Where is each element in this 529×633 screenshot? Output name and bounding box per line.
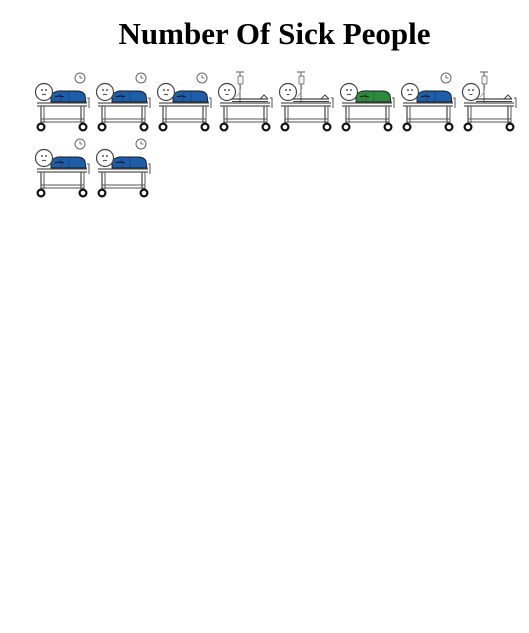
- clock-icon: [440, 72, 452, 84]
- wheel-icon: [200, 122, 210, 132]
- hospital-bed: [463, 97, 517, 132]
- patient-face: [400, 82, 420, 102]
- wheel-icon: [97, 188, 107, 198]
- wheel-icon: [219, 122, 229, 132]
- patient-body: [476, 94, 513, 102]
- wheel-icon: [322, 122, 332, 132]
- patient-face: [34, 148, 54, 168]
- blanket: [172, 90, 209, 103]
- blanket: [111, 90, 148, 103]
- blanket: [111, 156, 148, 169]
- patient-tile: [92, 136, 152, 198]
- patient-body: [355, 90, 392, 103]
- patient-on-iv-icon: [278, 71, 334, 132]
- wheel-icon: [139, 188, 149, 198]
- patient-tile: [92, 70, 152, 132]
- wheel-icon: [139, 122, 149, 132]
- wheel-icon: [78, 188, 88, 198]
- patient-in-bed-icon: [156, 72, 212, 132]
- patient-body: [293, 94, 330, 102]
- wheel-icon: [341, 122, 351, 132]
- wheel-icon: [280, 122, 290, 132]
- patient-in-bed-icon: [339, 82, 395, 132]
- patient-body: [111, 90, 148, 103]
- hospital-bed: [36, 163, 90, 198]
- patient-in-bed-icon: [400, 72, 456, 132]
- patient-tile: [397, 70, 457, 132]
- blanket: [416, 90, 453, 103]
- clock-icon: [74, 138, 86, 150]
- wheel-icon: [158, 122, 168, 132]
- patient-in-bed-icon: [95, 72, 151, 132]
- wheel-icon: [402, 122, 412, 132]
- clock-icon: [74, 72, 86, 84]
- clock-icon: [196, 72, 208, 84]
- patient-in-bed-icon: [34, 138, 90, 198]
- page-title: Number Of Sick People: [118, 16, 431, 51]
- patient-tile: [31, 70, 91, 132]
- wheel-icon: [383, 122, 393, 132]
- patient-in-bed-icon: [34, 72, 90, 132]
- wheel-icon: [444, 122, 454, 132]
- wheel-icon: [261, 122, 271, 132]
- patient-face: [95, 82, 115, 102]
- patient-tile: [336, 70, 396, 132]
- patient-face: [339, 82, 359, 102]
- patient-face: [34, 82, 54, 102]
- patient-face: [461, 82, 481, 102]
- blanket: [355, 90, 392, 103]
- clock-icon: [135, 138, 147, 150]
- patient-on-iv-icon: [461, 71, 517, 132]
- patient-face: [278, 82, 298, 102]
- hospital-bed: [219, 97, 273, 132]
- wheel-icon: [97, 122, 107, 132]
- patient-on-iv-icon: [217, 71, 273, 132]
- iv-drip-icon: [479, 71, 488, 103]
- patient-tile: [275, 70, 335, 132]
- hospital-bed: [402, 97, 456, 132]
- hospital-bed: [97, 163, 151, 198]
- wheel-icon: [78, 122, 88, 132]
- wheel-icon: [463, 122, 473, 132]
- patient-tile: [31, 136, 91, 198]
- iv-drip-icon: [296, 71, 305, 103]
- blanket: [50, 156, 87, 169]
- wheel-icon: [36, 188, 46, 198]
- wheel-icon: [505, 122, 515, 132]
- wheel-icon: [36, 122, 46, 132]
- hospital-bed: [158, 97, 212, 132]
- blanket: [50, 90, 87, 103]
- patient-face: [217, 82, 237, 102]
- hospital-bed: [341, 97, 395, 132]
- hospital-bed: [36, 97, 90, 132]
- hospital-bed: [97, 97, 151, 132]
- patient-body: [232, 94, 269, 102]
- patient-face: [156, 82, 176, 102]
- clock-icon: [135, 72, 147, 84]
- patient-tile: [214, 70, 274, 132]
- patient-body: [416, 90, 453, 103]
- hospital-bed: [280, 97, 334, 132]
- patient-body: [50, 90, 87, 103]
- patient-face: [95, 148, 115, 168]
- patient-body: [172, 90, 209, 103]
- patient-tile: [153, 70, 213, 132]
- patient-gallery: [31, 70, 521, 198]
- patient-body: [50, 156, 87, 169]
- patient-body: [111, 156, 148, 169]
- patient-in-bed-icon: [95, 138, 151, 198]
- patient-tile: [458, 70, 518, 132]
- iv-drip-icon: [235, 71, 244, 103]
